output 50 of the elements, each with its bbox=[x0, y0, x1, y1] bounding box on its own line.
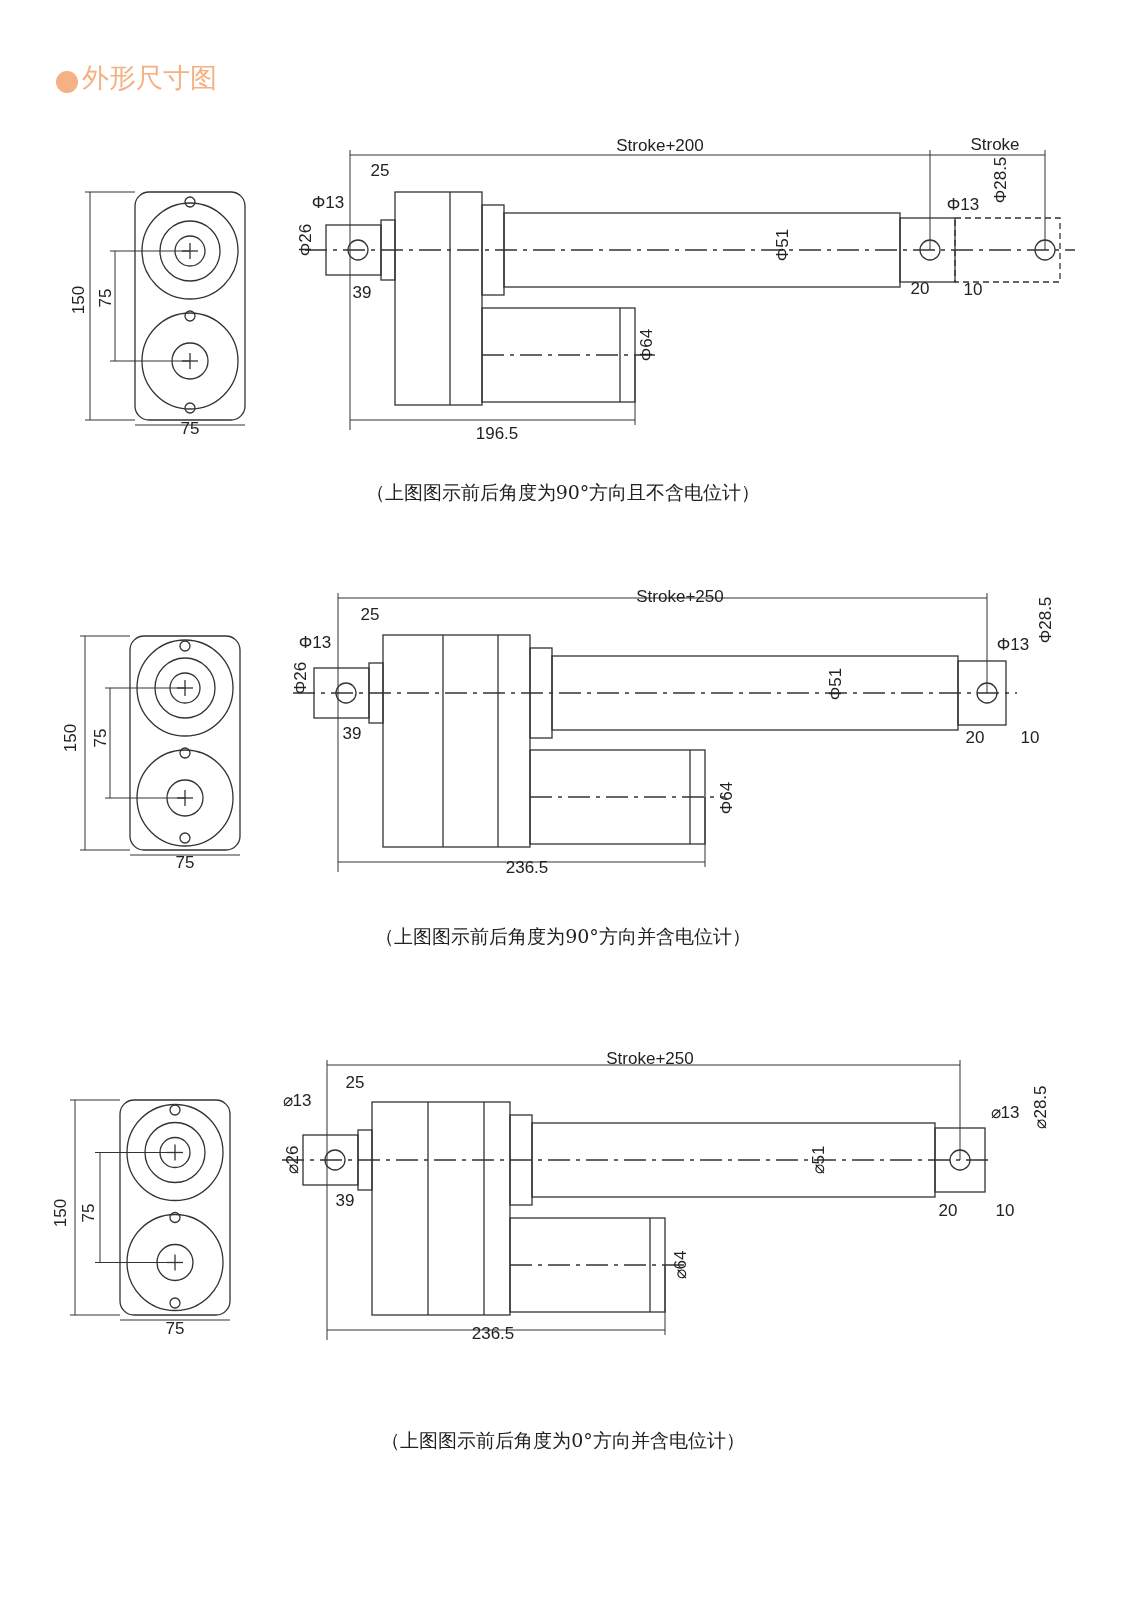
dimension-label: Φ13 bbox=[298, 633, 332, 651]
dimension-label: Φ26 bbox=[296, 223, 314, 257]
dimension-label: 10 bbox=[1020, 728, 1040, 746]
dimension-label: Φ64 bbox=[717, 781, 735, 815]
dimension-label: Φ13 bbox=[996, 635, 1030, 653]
dimension-label: Φ13 bbox=[946, 195, 980, 213]
dimension-label: ⌀28.5 bbox=[1031, 1085, 1049, 1129]
dimension-label: Φ51 bbox=[773, 228, 791, 262]
dimension-label: Φ28.5 bbox=[991, 156, 1009, 204]
dimension-label: 39 bbox=[342, 724, 362, 742]
dimension-label: 150 bbox=[61, 723, 79, 753]
dimension-label: Stroke+200 bbox=[616, 136, 704, 154]
figure-caption: （上图图示前后角度为90°方向且不含电位计） bbox=[365, 482, 761, 502]
dimension-label: 10 bbox=[995, 1201, 1015, 1219]
dimension-label: 75 bbox=[79, 1203, 97, 1223]
dimension-label: 39 bbox=[352, 283, 372, 301]
dimension-label: 150 bbox=[69, 285, 87, 315]
dimension-label: 75 bbox=[180, 419, 200, 437]
dimension-label: 25 bbox=[370, 161, 390, 179]
dimension-label: Φ26 bbox=[291, 661, 309, 695]
figure-caption: （上图图示前后角度为0°方向并含电位计） bbox=[381, 1430, 745, 1450]
dimension-label: Φ64 bbox=[637, 328, 655, 362]
section-title: 外形尺寸图 bbox=[82, 64, 217, 91]
dimension-label: 75 bbox=[165, 1319, 185, 1337]
dimension-label: 39 bbox=[335, 1191, 355, 1209]
dimension-label: ⌀26 bbox=[283, 1145, 301, 1175]
dimension-label: 20 bbox=[910, 279, 930, 297]
dimension-label: Φ28.5 bbox=[1036, 596, 1054, 644]
dimension-label: Stroke+250 bbox=[606, 1049, 694, 1067]
dimension-label: ⌀51 bbox=[809, 1145, 827, 1175]
figure-caption: （上图图示前后角度为90°方向并含电位计） bbox=[375, 926, 751, 946]
dimension-label: 20 bbox=[965, 728, 985, 746]
dimension-label: 25 bbox=[345, 1073, 365, 1091]
dimension-label: Φ13 bbox=[311, 193, 345, 211]
dimension-label: ⌀13 bbox=[282, 1091, 312, 1109]
dimension-label: 236.5 bbox=[471, 1324, 515, 1342]
dimension-label: ⌀64 bbox=[671, 1250, 689, 1280]
dimension-label: Φ51 bbox=[826, 667, 844, 701]
dimension-label: 75 bbox=[91, 728, 109, 748]
dimension-label: 25 bbox=[360, 605, 380, 623]
dimension-label: 10 bbox=[963, 280, 983, 298]
dimension-label: 75 bbox=[96, 288, 114, 308]
dimension-label: ⌀13 bbox=[990, 1103, 1020, 1121]
dimension-label: 150 bbox=[51, 1198, 69, 1228]
dimension-label: 236.5 bbox=[505, 858, 549, 876]
dimension-label: 196.5 bbox=[475, 424, 519, 442]
dimension-label: Stroke+250 bbox=[636, 587, 724, 605]
dimension-label: 75 bbox=[175, 853, 195, 871]
dimension-label: 20 bbox=[938, 1201, 958, 1219]
dimension-label: Stroke bbox=[970, 135, 1020, 153]
